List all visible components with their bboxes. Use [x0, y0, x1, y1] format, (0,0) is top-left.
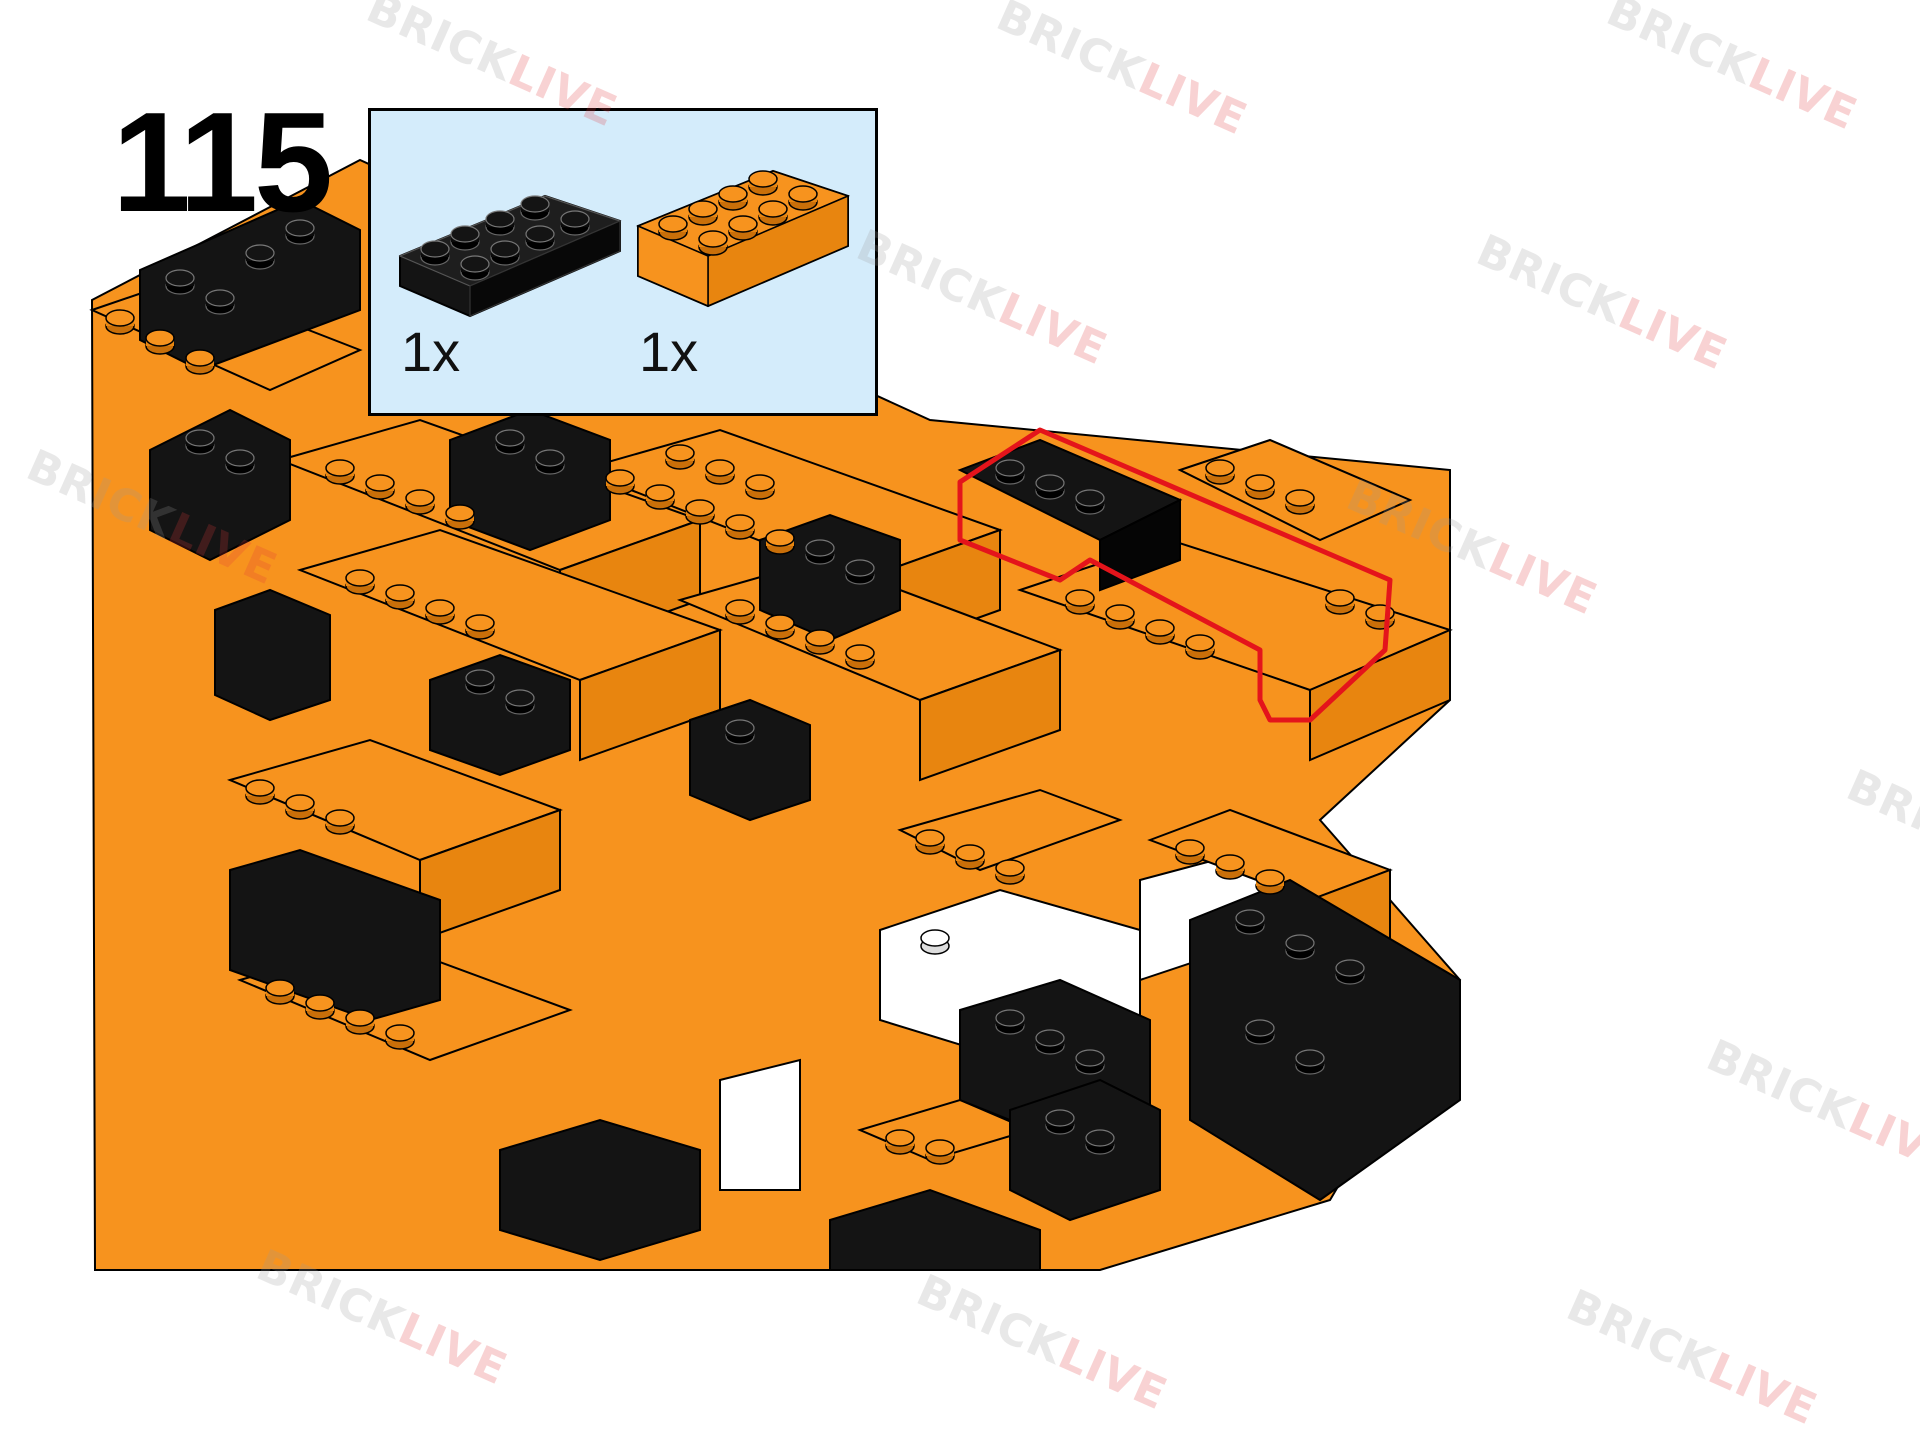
part-orange-brick	[633, 141, 863, 326]
black-bricks	[139, 198, 1461, 1271]
model-illustration	[89, 158, 1462, 1271]
step-number: 115	[112, 83, 333, 242]
parts-callout: 1x 1x	[368, 108, 878, 416]
orange-2x4-brick-icon	[636, 169, 851, 308]
part-orange-quantity: 1x	[639, 320, 699, 383]
new-part-highlight	[957, 427, 1393, 723]
part-black-quantity: 1x	[401, 320, 461, 383]
part-black-brick	[395, 141, 625, 326]
black-2x4-brick-icon	[398, 194, 622, 318]
